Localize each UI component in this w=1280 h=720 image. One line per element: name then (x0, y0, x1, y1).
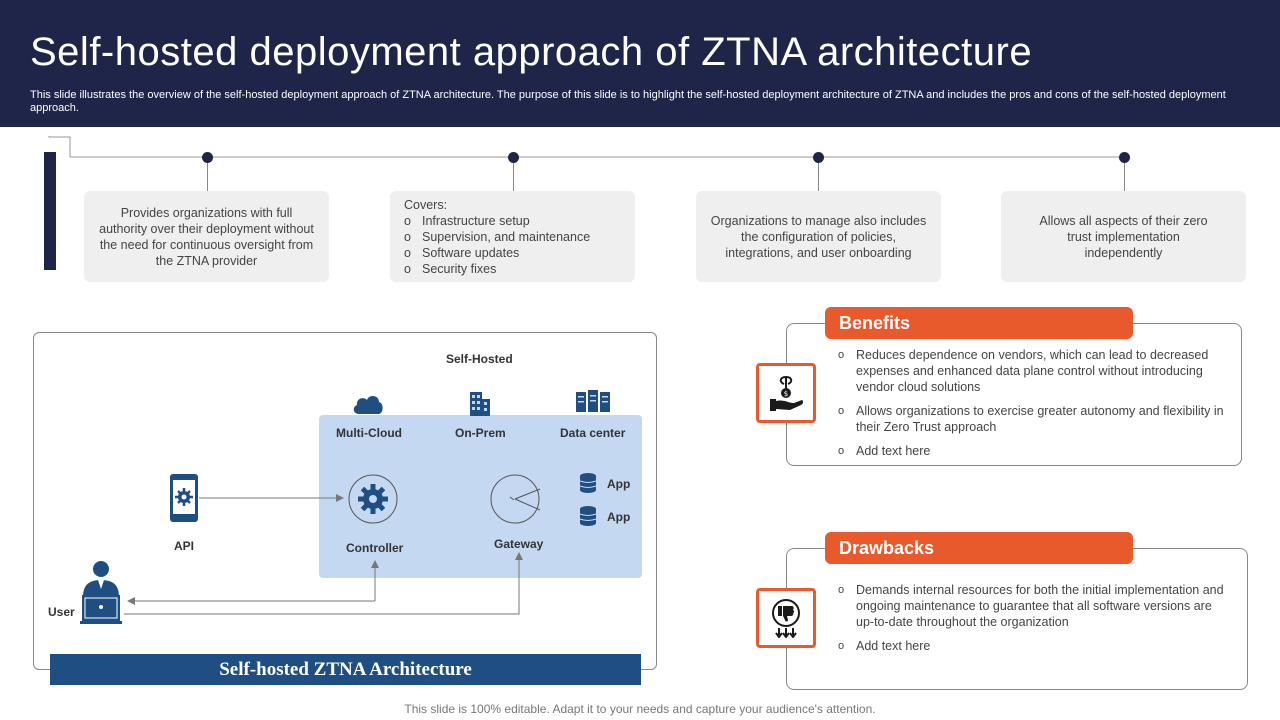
server-rack-icon (576, 390, 610, 412)
user-label: User (48, 605, 75, 619)
multi-cloud-label: Multi-Cloud (336, 426, 402, 440)
benefits-list: Reduces dependence on vendors, which can… (838, 347, 1230, 459)
drawbacks-list-container: Demands internal resources for both the … (838, 582, 1230, 662)
timeline-box-3-text: Organizations to manage also includes th… (710, 213, 927, 260)
gateway-icon (490, 474, 541, 524)
controller-gear-icon (348, 474, 398, 524)
page-subtitle: This slide illustrates the overview of t… (30, 89, 1226, 114)
benefits-list-container: Reduces dependence on vendors, which can… (838, 347, 1230, 467)
list-item: Software updates (404, 245, 621, 261)
list-item: Add text here (838, 638, 1230, 654)
page-title: Self-hosted deployment approach of ZTNA … (30, 30, 1033, 74)
drawbacks-icon-box (756, 588, 816, 648)
timeline-dot-4 (1119, 152, 1130, 163)
timeline-box-3: Organizations to manage also includes th… (696, 191, 941, 282)
svg-text:$: $ (784, 390, 788, 398)
header-banner (0, 0, 1280, 127)
app-label-2: App (607, 510, 631, 524)
list-item: Infrastructure setup (404, 213, 621, 229)
building-icon (470, 392, 490, 416)
self-hosted-label: Self-Hosted (446, 352, 513, 366)
timeline-box-4-text: Allows all aspects of their zero trust i… (1039, 213, 1208, 260)
timeline-dot-3 (813, 152, 824, 163)
user-laptop-icon (80, 561, 122, 624)
architecture-footer-label: Self-hosted ZTNA Architecture (219, 658, 472, 680)
architecture-footer-bar: Self-hosted ZTNA Architecture (50, 654, 641, 685)
drawbacks-list: Demands internal resources for both the … (838, 582, 1230, 654)
timeline-box-4: Allows all aspects of their zero trust i… (1001, 191, 1246, 282)
list-item: Security fixes (404, 261, 621, 277)
list-item: Reduces dependence on vendors, which can… (838, 347, 1230, 395)
list-item: Demands internal resources for both the … (838, 582, 1230, 630)
timeline-stem-4 (1124, 163, 1125, 191)
controller-label: Controller (346, 541, 404, 555)
timeline-box-2-list: Infrastructure setup Supervision, and ma… (404, 213, 621, 277)
benefits-icon-box: $ (756, 363, 816, 423)
gateway-label: Gateway (494, 537, 544, 551)
footer-note: This slide is 100% editable. Adapt it to… (404, 702, 876, 716)
on-prem-label: On-Prem (455, 426, 506, 440)
timeline-marker-bar (44, 152, 56, 270)
timeline-box-1-text: Provides organizations with full authori… (99, 205, 314, 268)
list-item: Allows organizations to exercise greater… (838, 403, 1230, 435)
timeline-box-1: Provides organizations with full authori… (84, 191, 329, 282)
database-icon (579, 473, 597, 493)
data-center-label: Data center (560, 426, 626, 440)
database-icon (579, 506, 597, 526)
timeline-box-2-heading: Covers: (404, 198, 448, 212)
timeline-stem-1 (207, 163, 208, 191)
drawbacks-heading-tab: Drawbacks (825, 532, 1133, 564)
timeline-stem-2 (513, 163, 514, 191)
api-label: API (174, 539, 195, 553)
mobile-api-icon (170, 474, 198, 522)
timeline-connector (48, 136, 1124, 158)
list-item: Add text here (838, 443, 1230, 459)
timeline-box-2: Covers: Infrastructure setup Supervision… (390, 191, 635, 282)
app-label-1: App (607, 477, 631, 491)
money-plant-hand-icon: $ (770, 376, 804, 411)
timeline-stem-3 (818, 163, 819, 191)
timeline-dot-2 (508, 152, 519, 163)
drawbacks-title: Drawbacks (839, 537, 935, 558)
list-item: Supervision, and maintenance (404, 229, 621, 245)
thumbs-down-icon (772, 599, 800, 638)
benefits-heading-tab: Benefits (825, 307, 1133, 339)
cloud-icon (353, 396, 383, 414)
benefits-title: Benefits (839, 312, 911, 333)
timeline-dot-1 (202, 152, 213, 163)
